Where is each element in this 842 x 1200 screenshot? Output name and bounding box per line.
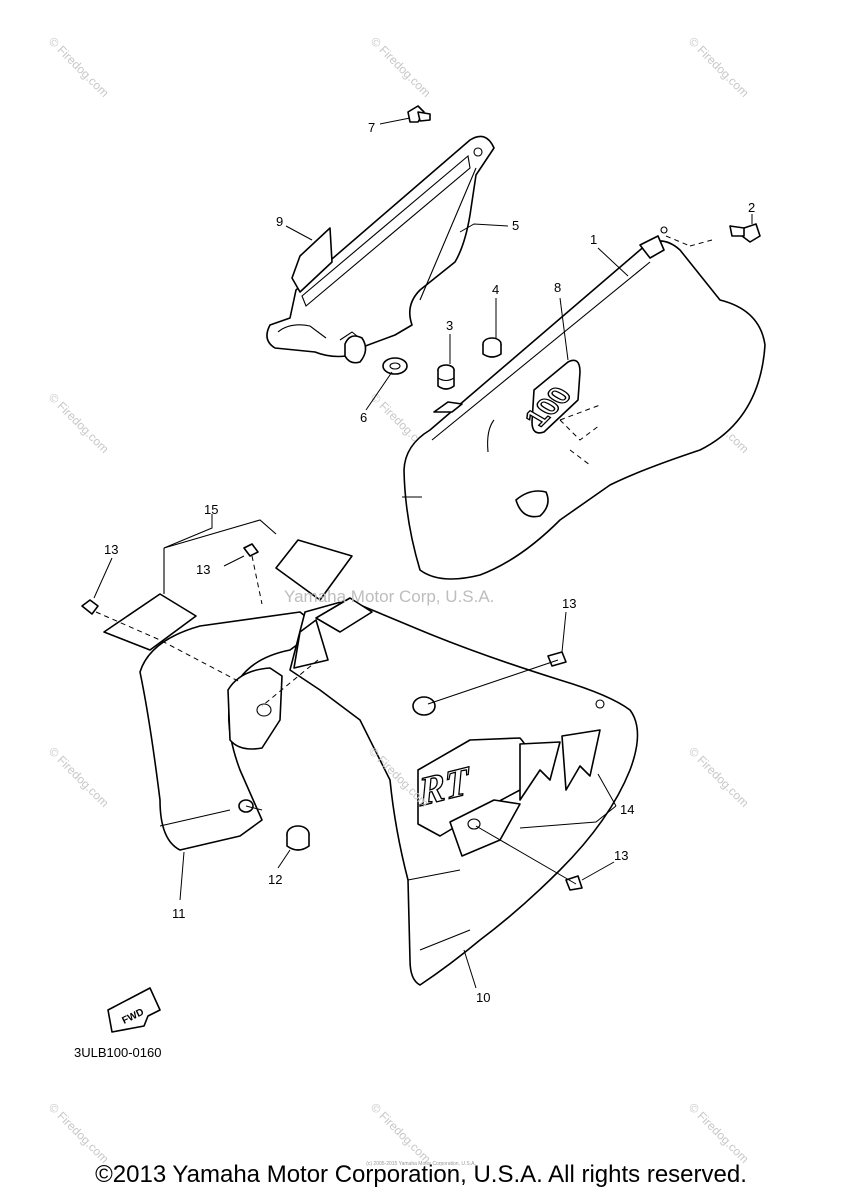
bolt-part-13: [81, 543, 583, 891]
callout-13: 13: [104, 542, 118, 557]
copyright-footer: ©2013 Yamaha Motor Corporation, U.S.A. A…: [95, 1161, 747, 1188]
alignment-line: [665, 235, 713, 247]
bolt-part-2: [729, 223, 761, 243]
callout-9: 9: [276, 214, 283, 229]
diagram-part-code: 3ULB100-0160: [74, 1045, 162, 1060]
callout-5: 5: [512, 218, 519, 233]
decal-part-14: RT: [416, 729, 601, 857]
callout-13: 13: [614, 848, 628, 863]
callout-1: 1: [590, 232, 597, 247]
fwd-arrow: FWD: [107, 987, 161, 1033]
callout-4: 4: [492, 282, 499, 297]
watermark: © Firedog.com: [46, 744, 112, 810]
callout-14: 14: [620, 802, 634, 817]
watermark: © Firedog.com: [686, 34, 752, 100]
watermark: © Firedog.com: [46, 390, 112, 456]
bolt-part-7: [407, 105, 431, 123]
callout-11: 11: [172, 906, 186, 921]
callout-6: 6: [360, 410, 367, 425]
watermark: © Firedog.com: [46, 34, 112, 100]
watermark: © Firedog.com: [368, 34, 434, 100]
yamaha-watermark: Yamaha Motor Corp, U.S.A.: [284, 587, 494, 606]
callout-15: 15: [204, 502, 218, 517]
watermark: © Firedog.com: [46, 1100, 112, 1166]
callout-numbers: 1 2 3 4 5 6 7 8 9 10 11 12 13 13 13 13 1…: [104, 120, 755, 1005]
leader-lines: [93, 117, 753, 989]
watermark: © Firedog.com: [686, 1100, 752, 1166]
side-cover-part-11: [139, 611, 321, 851]
callout-12: 12: [268, 872, 282, 887]
callout-10: 10: [476, 990, 490, 1005]
bracket-part-5: [266, 135, 495, 364]
collar-part-12: [286, 825, 310, 851]
decal-part-15: [103, 519, 353, 651]
callout-13: 13: [196, 562, 210, 577]
watermark: © Firedog.com: [368, 1100, 434, 1166]
side-cover-part-1: [402, 226, 766, 580]
grommet-part-4: [482, 337, 502, 358]
callout-13: 13: [562, 596, 576, 611]
grommet-part-6: [382, 357, 408, 375]
damper-part-9: [291, 227, 333, 293]
damper-part-3: [437, 364, 455, 390]
callout-7: 7: [368, 120, 375, 135]
callout-8: 8: [554, 280, 561, 295]
watermark: © Firedog.com: [686, 744, 752, 810]
tiny-copyright-notice: (c) 2005-2015 Yamaha Motor Corporation, …: [366, 1161, 476, 1167]
callout-2: 2: [748, 200, 755, 215]
callout-3: 3: [446, 318, 453, 333]
